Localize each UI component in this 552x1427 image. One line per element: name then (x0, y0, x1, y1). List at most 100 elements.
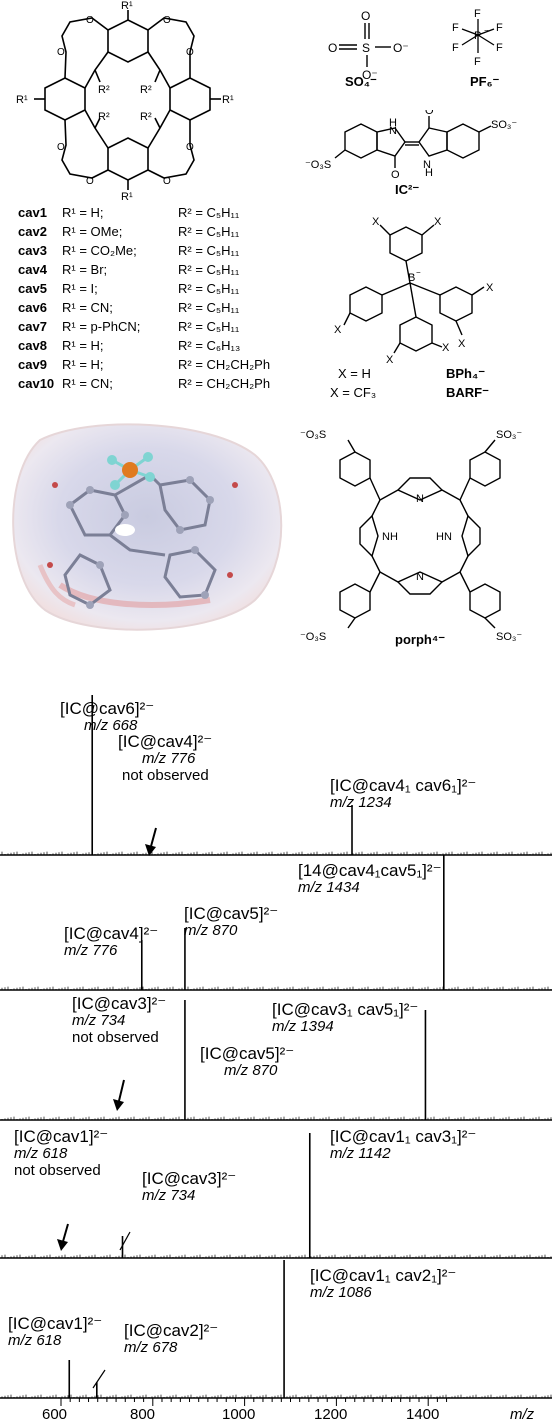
svg-text:SO₃⁻: SO₃⁻ (496, 429, 522, 441)
svg-text:O: O (57, 142, 65, 153)
r1-substituent: R¹ = p-PhCN; (62, 319, 141, 334)
mz-value: m/z 734 (142, 1187, 196, 1204)
mz-value: m/z 1434 (298, 879, 360, 896)
cavitand-name: cav10 (18, 376, 55, 391)
mz-value: m/z 618 (14, 1145, 68, 1162)
svg-text:X: X (442, 342, 450, 354)
svg-text:N: N (416, 571, 424, 583)
svg-text:P: P (474, 30, 481, 42)
svg-text:⁻O₃S: ⁻O₃S (300, 429, 326, 441)
leader-line (119, 1231, 131, 1251)
peak-annotation: [IC@cav3]²⁻m/z 734 (142, 1170, 236, 1204)
peak-annotation: [IC@cav1]²⁻m/z 618 (8, 1315, 102, 1349)
svg-text:F: F (496, 22, 503, 34)
svg-text:O: O (186, 142, 194, 153)
svg-text:SO₃⁻: SO₃⁻ (496, 631, 522, 643)
barf-label: BARF⁻ (446, 385, 489, 400)
svg-text:X: X (334, 324, 342, 336)
electrostatic-surface-image (12, 423, 283, 631)
r2-substituent: R² = C₅H₁₁ (178, 262, 240, 277)
svg-text:R¹: R¹ (222, 94, 234, 106)
r1-substituent: R¹ = I; (62, 281, 98, 296)
cavitand-name: cav7 (18, 319, 47, 334)
cavitand-structure: R¹ R¹ R¹ R¹ R² R² R² R² O O O O O O O O (16, 0, 234, 200)
svg-text:O: O (361, 9, 370, 23)
cavitand-name: cav5 (18, 281, 47, 296)
svg-text:O: O (186, 47, 194, 58)
r1-substituent: R¹ = H; (62, 205, 104, 220)
peak-annotation: [IC@cav1₁ cav2₁]²⁻m/z 1086 (310, 1267, 456, 1301)
peak-annotation: [IC@cav3₁ cav5₁]²⁻m/z 1394 (272, 1001, 418, 1035)
svg-text:NH: NH (382, 531, 398, 543)
mz-value: m/z 1142 (330, 1145, 391, 1162)
svg-text:SO₃⁻: SO₃⁻ (491, 119, 517, 131)
indigo-carmine-structure: HN NH O O ⁻O₃S SO₃⁻ (305, 110, 517, 181)
not-observed-note: not observed (72, 1029, 159, 1046)
svg-text:H: H (389, 117, 397, 129)
r2-substituent: R² = C₅H₁₁ (178, 224, 240, 239)
not-observed-note: not observed (122, 767, 209, 784)
svg-text:⁻O₃S: ⁻O₃S (300, 631, 326, 643)
svg-text:R¹: R¹ (16, 94, 28, 106)
pf6-label: PF₆⁻ (470, 74, 500, 89)
svg-text:O: O (163, 176, 171, 187)
svg-text:F: F (452, 42, 459, 54)
svg-text:R¹: R¹ (121, 0, 133, 12)
complex-label: [IC@cav5]²⁻ (184, 904, 279, 923)
mz-value: m/z 618 (8, 1332, 62, 1349)
mz-value: m/z 870 (224, 1062, 278, 1079)
svg-text:H: H (425, 167, 433, 179)
peak-annotation: [IC@cav6]²⁻m/z 668 (60, 700, 154, 734)
r2-substituent: R² = CH₂CH₂Ph (178, 376, 271, 391)
tick-600: 600 (42, 1406, 68, 1423)
svg-text:O: O (425, 110, 434, 117)
svg-text:−: − (416, 268, 421, 277)
bph4-label: BPh₄⁻ (446, 366, 486, 381)
mz-value: m/z 1234 (330, 794, 392, 811)
r1-substituent: R¹ = CN; (62, 300, 113, 315)
mz-value: m/z 734 (72, 1012, 126, 1029)
svg-text:N: N (423, 159, 431, 171)
r1-substituent: R¹ = OMe; (62, 224, 123, 239)
complex-label: [IC@cav6]²⁻ (60, 699, 155, 718)
svg-text:O: O (86, 176, 94, 187)
cavitand-name: cav3 (18, 243, 47, 258)
tick-1000: 1000 (222, 1406, 256, 1423)
complex-label: [IC@cav1₁ cav3₁]²⁻ (330, 1127, 477, 1146)
tick-1400: 1400 (406, 1406, 440, 1423)
mz-value: m/z 668 (84, 717, 138, 734)
porph-label: porph⁴⁻ (395, 632, 446, 647)
x-axis-label: m/z (510, 1406, 535, 1423)
svg-text:F: F (474, 8, 481, 20)
barf-definition: X = CF₃ (330, 385, 377, 400)
r2-substituent: R² = C₅H₁₁ (178, 243, 240, 258)
svg-text:X: X (372, 216, 380, 228)
complex-label: [IC@cav1₁ cav2₁]²⁻ (310, 1266, 457, 1285)
svg-text:O: O (328, 41, 337, 55)
peak-annotation: [IC@cav5]²⁻m/z 870 (200, 1045, 294, 1079)
r1-substituent: R¹ = CN; (62, 376, 113, 391)
svg-text:F: F (452, 22, 459, 34)
svg-text:B: B (408, 272, 415, 284)
mz-value: m/z 776 (64, 942, 118, 959)
complex-label: [IC@cav3]²⁻ (142, 1169, 237, 1188)
arrow-not-observed-head (145, 844, 156, 856)
mz-value: m/z 776 (142, 750, 196, 767)
svg-text:O: O (163, 15, 171, 26)
r1-substituent: R¹ = H; (62, 357, 104, 372)
svg-text:F: F (496, 42, 503, 54)
peak-annotation: [IC@cav4₁ cav6₁]²⁻m/z 1234 (330, 777, 476, 811)
svg-text:⁻O₃S: ⁻O₃S (305, 159, 331, 171)
tick-800: 800 (130, 1406, 156, 1423)
